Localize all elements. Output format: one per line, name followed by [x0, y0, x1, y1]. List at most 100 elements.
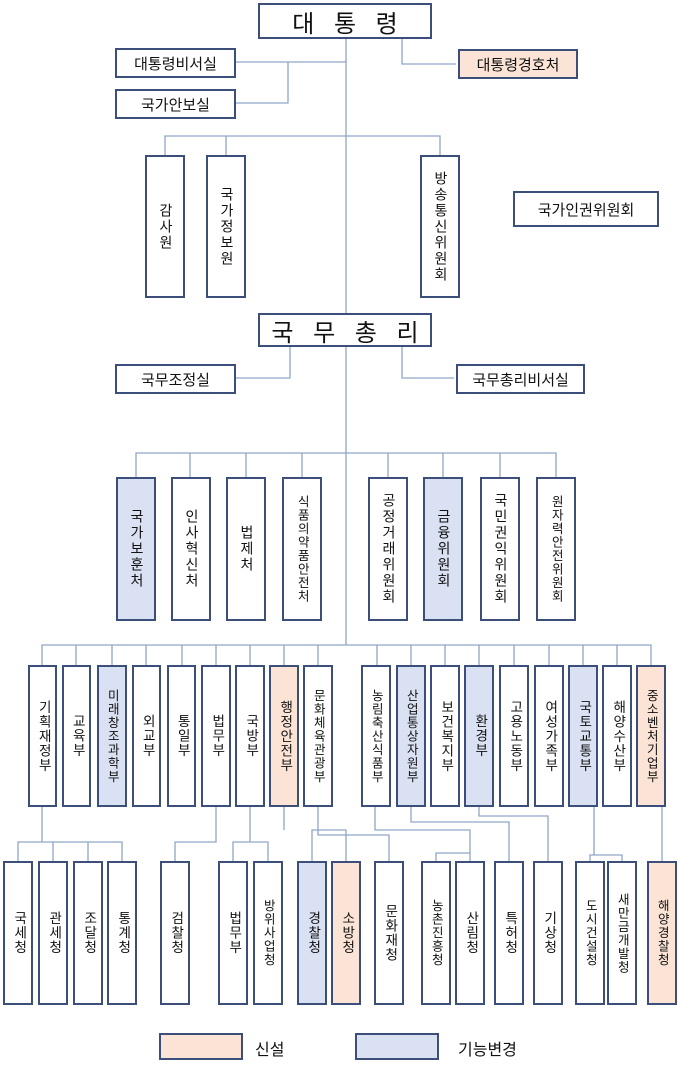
pm-agency-label: 인사혁신처 — [183, 509, 199, 589]
ministry-label: 국방부 — [242, 714, 259, 758]
ministry-label: 문화체육관광부 — [311, 688, 327, 784]
ministry-box: 법무부 — [201, 665, 231, 807]
office-label: 통계청 — [114, 911, 131, 955]
president-box: 대 통 령 — [258, 3, 432, 39]
office-box: 관세청 — [38, 861, 68, 1005]
office-box: 문화재청 — [374, 861, 404, 1005]
ministry-label: 환경부 — [471, 714, 488, 758]
pm-agency-box: 식품의약품안전처 — [282, 477, 322, 621]
office-box: 법무부 — [218, 861, 248, 1005]
office-label: 국세청 — [10, 911, 27, 955]
office-box: 검찰청 — [160, 861, 190, 1005]
office-for-government-policy-coordination-label: 국무조정실 — [140, 370, 210, 389]
ministry-label: 국토교통부 — [575, 699, 592, 773]
ministry-label: 산업통상자원부 — [404, 688, 420, 784]
office-label: 산림청 — [462, 911, 479, 955]
office-box: 경찰청 — [297, 861, 327, 1005]
pm-agency-box: 공정거래위원회 — [368, 477, 408, 621]
ministry-box: 환경부 — [464, 665, 494, 807]
ministry-label: 고용노동부 — [506, 699, 523, 773]
ministry-box: 산업통상자원부 — [396, 665, 426, 807]
ministry-box: 고용노동부 — [499, 665, 529, 807]
office-box: 농촌진흥청 — [421, 861, 451, 1005]
office-box: 산림청 — [455, 861, 485, 1005]
ministry-label: 해양수산부 — [609, 699, 626, 773]
office-box: 해양경찰청 — [647, 861, 677, 1005]
office-box: 조달청 — [73, 861, 103, 1005]
office-label: 경찰청 — [304, 911, 321, 955]
ministry-box: 기획재정부 — [28, 665, 57, 807]
legend-new-swatch — [159, 1033, 243, 1060]
president-label: 대 통 령 — [292, 9, 404, 38]
legend-changed-swatch — [355, 1033, 439, 1060]
pm-agency-box: 인사혁신처 — [171, 477, 211, 621]
office-label: 새만금개발청 — [615, 892, 631, 974]
pm-secretariat-box: 국무총리비서실 — [456, 364, 585, 394]
pm-agency-box: 원자력안전위원회 — [536, 477, 576, 621]
office-label: 관세청 — [45, 911, 62, 955]
office-label: 방위사업청 — [261, 899, 277, 967]
presidential-security-service-label: 대통령경호처 — [476, 55, 560, 74]
ministry-label: 미래창조과학부 — [105, 688, 121, 784]
ministry-label: 농림축산식품부 — [369, 688, 385, 784]
ministry-label: 법무부 — [208, 714, 225, 758]
office-box: 새만금개발청 — [607, 861, 637, 1005]
pm-agency-label: 금융위원회 — [435, 509, 451, 589]
office-label: 해양경찰청 — [655, 899, 671, 967]
presidential-security-service-box: 대통령경호처 — [458, 49, 578, 79]
ministry-label: 여성가족부 — [541, 699, 558, 773]
pm-agency-label: 국가보훈처 — [128, 509, 144, 589]
pm-agency-box: 국가보훈처 — [116, 477, 156, 621]
office-box: 소방청 — [331, 861, 361, 1005]
office-label: 문화재청 — [381, 904, 398, 962]
office-box: 특허청 — [494, 861, 524, 1005]
audit-board-box: 감사원 — [145, 155, 185, 298]
ministry-box: 농림축산식품부 — [361, 665, 391, 807]
office-label: 소방청 — [338, 911, 355, 955]
office-label: 도시건설청 — [583, 899, 599, 967]
nis-box: 국가정보원 — [206, 155, 246, 298]
legend-new-label: 신설 — [255, 1040, 285, 1059]
pm-agency-box: 국민권익위원회 — [480, 477, 520, 621]
office-box: 방위사업청 — [253, 861, 283, 1005]
kcc-box: 방송통신위원회 — [420, 155, 460, 298]
office-label: 검찰청 — [167, 911, 184, 955]
ministry-label: 중소벤처기업부 — [644, 688, 660, 784]
ministry-box: 국방부 — [235, 665, 265, 807]
ministry-box: 행정안전부 — [269, 665, 299, 807]
ministry-box: 중소벤처기업부 — [636, 665, 666, 807]
office-label: 조달청 — [80, 911, 97, 955]
ministry-box: 문화체육관광부 — [303, 665, 333, 807]
ministry-box: 여성가족부 — [534, 665, 564, 807]
ministry-label: 행정안전부 — [276, 699, 293, 773]
office-label: 기상청 — [540, 911, 557, 955]
national-security-office-box: 국가안보실 — [115, 89, 236, 119]
ministry-label: 기획재정부 — [35, 699, 52, 773]
pm-secretariat-label: 국무총리비서실 — [472, 370, 569, 389]
ministry-box: 해양수산부 — [602, 665, 632, 807]
ministry-box: 보건복지부 — [430, 665, 460, 807]
office-for-government-policy-coordination-box: 국무조정실 — [115, 364, 236, 394]
office-box: 기상청 — [533, 861, 563, 1005]
pm-agency-label: 원자력안전위원회 — [549, 495, 565, 603]
office-box: 도시건설청 — [575, 861, 605, 1005]
legend-changed-label: 기능변경 — [458, 1040, 517, 1059]
office-box: 통계청 — [107, 861, 137, 1005]
ministry-box: 외교부 — [132, 665, 161, 807]
nis-label: 국가정보원 — [218, 186, 234, 267]
pm-agency-label: 식품의약품안전처 — [295, 495, 311, 603]
ministry-box: 미래창조과학부 — [97, 665, 127, 807]
ministry-label: 외교부 — [139, 714, 156, 758]
pm-agency-label: 법제처 — [238, 525, 254, 573]
ministry-label: 보건복지부 — [437, 699, 454, 773]
chief-of-staff-label: 대통령비서실 — [134, 54, 217, 73]
human-rights-commission-box: 국가인권위원회 — [513, 191, 659, 227]
office-box: 국세청 — [3, 861, 33, 1005]
human-rights-commission-label: 국가인권위원회 — [537, 200, 635, 219]
chief-of-staff-box: 대통령비서실 — [115, 48, 236, 78]
kcc-label: 방송통신위원회 — [432, 170, 448, 283]
prime-minister-box: 국 무 총 리 — [258, 313, 432, 347]
pm-agency-label: 국민권익위원회 — [492, 493, 508, 605]
